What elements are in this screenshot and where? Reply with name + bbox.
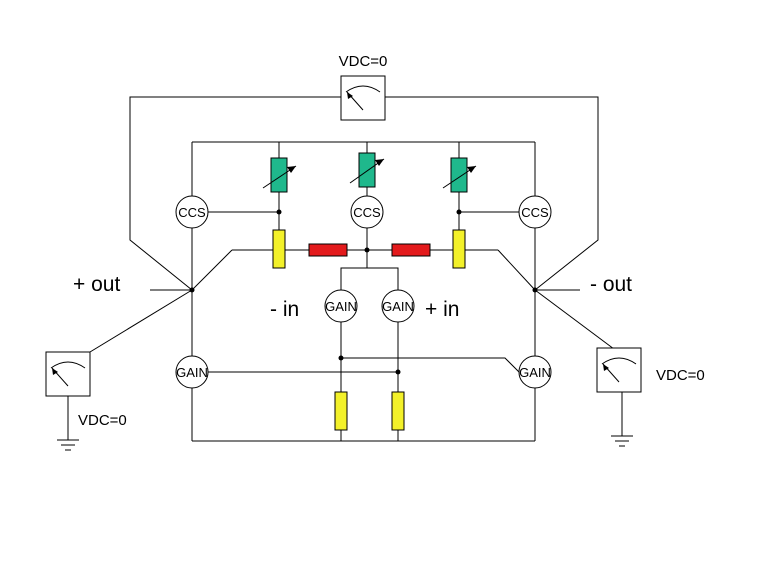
voltmeter-right [596, 347, 642, 436]
voltmeter-top [340, 75, 386, 121]
gain-output-left-label: GAIN [176, 365, 208, 380]
gain-output-right: GAIN [518, 355, 552, 389]
ccs-left-label: CCS [178, 205, 206, 220]
red-resistor-left [308, 243, 348, 257]
minus-in-label: - in [270, 298, 299, 321]
gain-input-left: GAIN [324, 289, 358, 323]
minus-out-label: - out [590, 273, 632, 296]
output-wires [89, 289, 619, 353]
ccs-middle: CCS [350, 195, 384, 229]
plus-out-label: + out [73, 273, 120, 296]
red-resistor-right [391, 243, 431, 257]
vdc-right-label: VDC=0 [656, 367, 705, 384]
potentiometer-right [442, 157, 477, 193]
input-gain-wires [208, 250, 520, 441]
ccs-middle-label: CCS [353, 205, 381, 220]
yellow-resistor-right-lower [391, 391, 405, 431]
potentiometer-left [262, 157, 297, 193]
gain-input-right-label: GAIN [382, 299, 414, 314]
vdc-left-label: VDC=0 [78, 412, 127, 429]
potentiometer-middle [349, 152, 385, 188]
yellow-resistor-left-upper [272, 229, 286, 269]
ccs-left: CCS [175, 195, 209, 229]
yellow-resistor-right-upper [452, 229, 466, 269]
gain-output-left: GAIN [175, 355, 209, 389]
gain-input-right: GAIN [381, 289, 415, 323]
ground-symbol-left [57, 439, 79, 451]
yellow-resistor-left-lower [334, 391, 348, 431]
vdc-top-label: VDC=0 [339, 53, 388, 70]
middle-bus-wires [191, 249, 536, 291]
gain-input-left-label: GAIN [325, 299, 357, 314]
plus-in-label: + in [425, 298, 459, 321]
ccs-right: CCS [518, 195, 552, 229]
junction-dots [189, 209, 538, 375]
voltmeter-left [45, 351, 91, 440]
top-feedback-wires [129, 96, 599, 291]
gain-output-right-label: GAIN [519, 365, 551, 380]
ground-symbol-right [611, 435, 633, 447]
ccs-right-label: CCS [521, 205, 549, 220]
